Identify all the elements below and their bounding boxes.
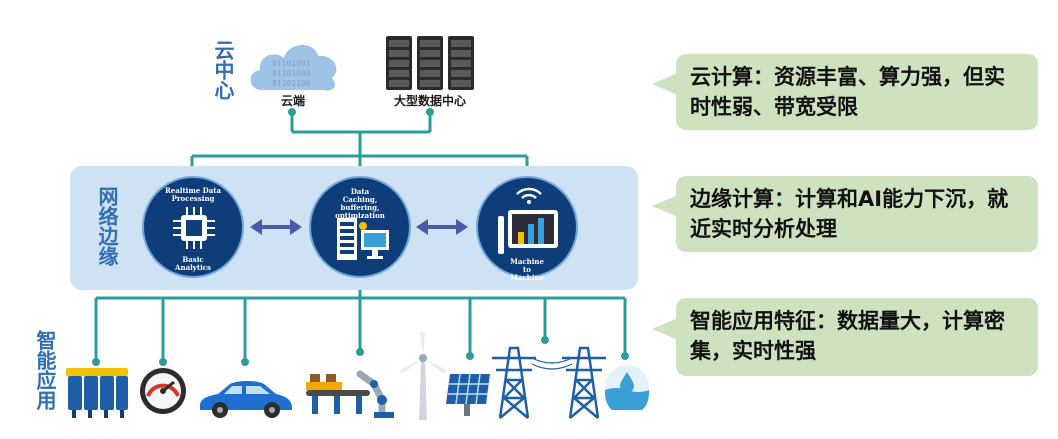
callout-tail [652, 73, 678, 95]
cloud-label: 云端 [280, 94, 305, 108]
server-monitor-icon [337, 218, 389, 260]
gauge-icon [140, 368, 186, 414]
node-top-text: Data Caching, buffering, optimization [335, 187, 385, 220]
edge-node-m2m: Machine to Machine [476, 176, 578, 282]
callout-edge: 边缘计算：计算和AI能力下沉，就近实时分析处理 [676, 176, 1038, 252]
callout-tail [652, 318, 678, 340]
smart-apps-label: 智能应用 [33, 330, 57, 410]
solar-panel-icon [446, 373, 490, 416]
transmission-tower-icon [492, 346, 536, 419]
node-bottom-text: Basic Analytics [175, 255, 211, 272]
node-bottom-text: Machine to Machine [510, 257, 544, 282]
edge-node-caching: Data Caching, buffering, optimization [309, 176, 411, 278]
chip-icon [173, 207, 215, 249]
callout-cloud: 云计算：资源丰富、算力强，但实时性弱、带宽受限 [676, 54, 1038, 130]
svg-text:01101100: 01101100 [272, 79, 311, 88]
robot-arm-conveyor-icon [306, 370, 394, 418]
cloud-center-label: 云中心 [211, 40, 235, 100]
cloud-icon: 01101001 01101000 01101100 [244, 32, 346, 94]
network-edge-label: 网络边缘 [95, 186, 119, 266]
chip-array-icon [66, 368, 128, 418]
bidirectional-arrow-icon [250, 219, 302, 235]
car-icon [200, 381, 292, 418]
edge-node-realtime: Realtime Data Processing Basic Analytics [142, 176, 244, 278]
callout-apps: 智能应用特征：数据量大，计算密集，实时性强 [676, 298, 1038, 376]
wind-turbine-icon [400, 332, 446, 420]
power-lines [532, 357, 572, 370]
callout-tail [652, 195, 678, 217]
tablet-chart-icon [498, 210, 558, 254]
water-drop-icon [605, 365, 649, 410]
datacenter-label: 大型数据中心 [393, 94, 466, 108]
bidirectional-arrow-icon [416, 219, 468, 235]
svg-text:01101000: 01101000 [272, 69, 311, 78]
node-top-text: Realtime Data Processing [164, 186, 222, 203]
transmission-tower-icon [562, 346, 606, 419]
svg-text:01101001: 01101001 [272, 59, 311, 68]
datacenter-icon [384, 34, 476, 92]
wifi-icon [516, 187, 542, 204]
